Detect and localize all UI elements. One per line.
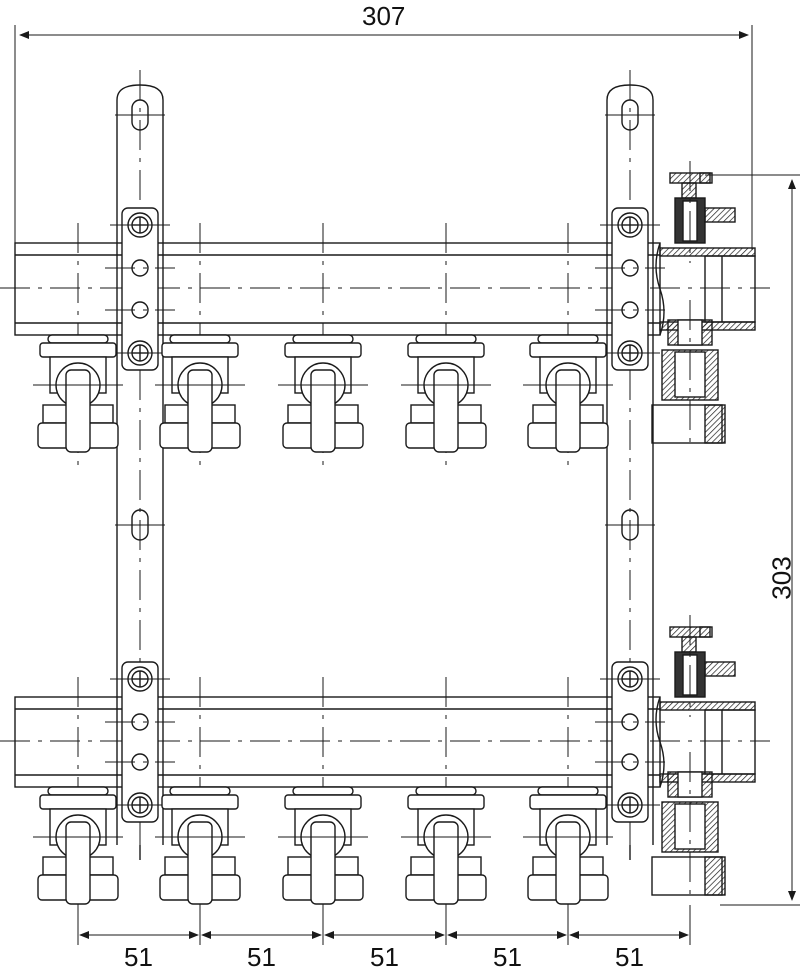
valve — [155, 677, 245, 922]
union-thread — [704, 856, 726, 896]
bar-outline — [14, 696, 661, 788]
valve-lever — [310, 369, 336, 453]
valve-seat — [169, 786, 231, 796]
union-thread — [704, 404, 726, 444]
valve-nut — [161, 794, 239, 810]
valve-seat — [47, 786, 109, 796]
valve-nut — [284, 342, 362, 358]
vent-handle-tip — [699, 172, 713, 184]
valve-seat — [415, 334, 477, 344]
fitting-wall — [659, 247, 756, 257]
spacing-label: 51 — [370, 942, 399, 972]
valve-lever — [433, 821, 459, 905]
vent-stem — [681, 636, 697, 653]
fitting-wall — [659, 701, 756, 711]
valve-seat — [169, 334, 231, 344]
valve — [33, 223, 123, 470]
valve-seat — [292, 334, 354, 344]
mounting-bracket — [105, 70, 175, 860]
valve-lever — [433, 369, 459, 453]
valve — [278, 223, 368, 470]
spacing-label: 51 — [493, 942, 522, 972]
valve-lever — [187, 369, 213, 453]
valve-nut — [39, 794, 117, 810]
valve-nut — [407, 342, 485, 358]
valve-seat — [415, 786, 477, 796]
valve-lever — [555, 821, 581, 905]
spacing-label: 51 — [124, 942, 153, 972]
valve-seat — [292, 786, 354, 796]
valve-lever — [555, 369, 581, 453]
spacing-label: 51 — [247, 942, 276, 972]
valve — [401, 223, 491, 470]
valve — [155, 223, 245, 470]
mounting-bracket — [595, 70, 665, 860]
vent-outlet — [704, 661, 736, 677]
valve — [278, 677, 368, 922]
valve-lever — [65, 369, 91, 453]
valve-seat — [537, 786, 599, 796]
valve-lever — [310, 821, 336, 905]
valve-lever — [187, 821, 213, 905]
valve — [523, 223, 613, 470]
valve-nut — [284, 794, 362, 810]
valve-nut — [529, 342, 607, 358]
valve-nut — [407, 794, 485, 810]
valve-lever — [65, 821, 91, 905]
overall-height-label: 303 — [766, 556, 797, 600]
valve — [33, 677, 123, 922]
clamp-plate — [611, 207, 649, 371]
dimension-lines — [14, 25, 800, 945]
spacing-label: 51 — [615, 942, 644, 972]
clamp-plate — [611, 661, 649, 823]
manifold-bar — [0, 696, 770, 788]
fitting-bore — [704, 255, 756, 323]
valve-nut — [161, 342, 239, 358]
valve-nut — [39, 342, 117, 358]
fitting-bore — [704, 709, 756, 775]
manifold-bar — [0, 242, 770, 336]
valve-seat — [537, 334, 599, 344]
clamp-plate — [121, 661, 159, 823]
bar-outline — [14, 242, 661, 336]
valve-nut — [529, 794, 607, 810]
end-fitting — [651, 615, 756, 902]
vent-outlet — [704, 207, 736, 223]
valve — [401, 677, 491, 922]
clamp-plate — [121, 207, 159, 371]
end-fitting — [651, 161, 756, 450]
valve-seat — [47, 334, 109, 344]
vent-stem — [681, 182, 697, 199]
valve — [523, 677, 613, 922]
overall-width-label: 307 — [362, 1, 406, 31]
vent-handle-tip — [699, 626, 713, 638]
